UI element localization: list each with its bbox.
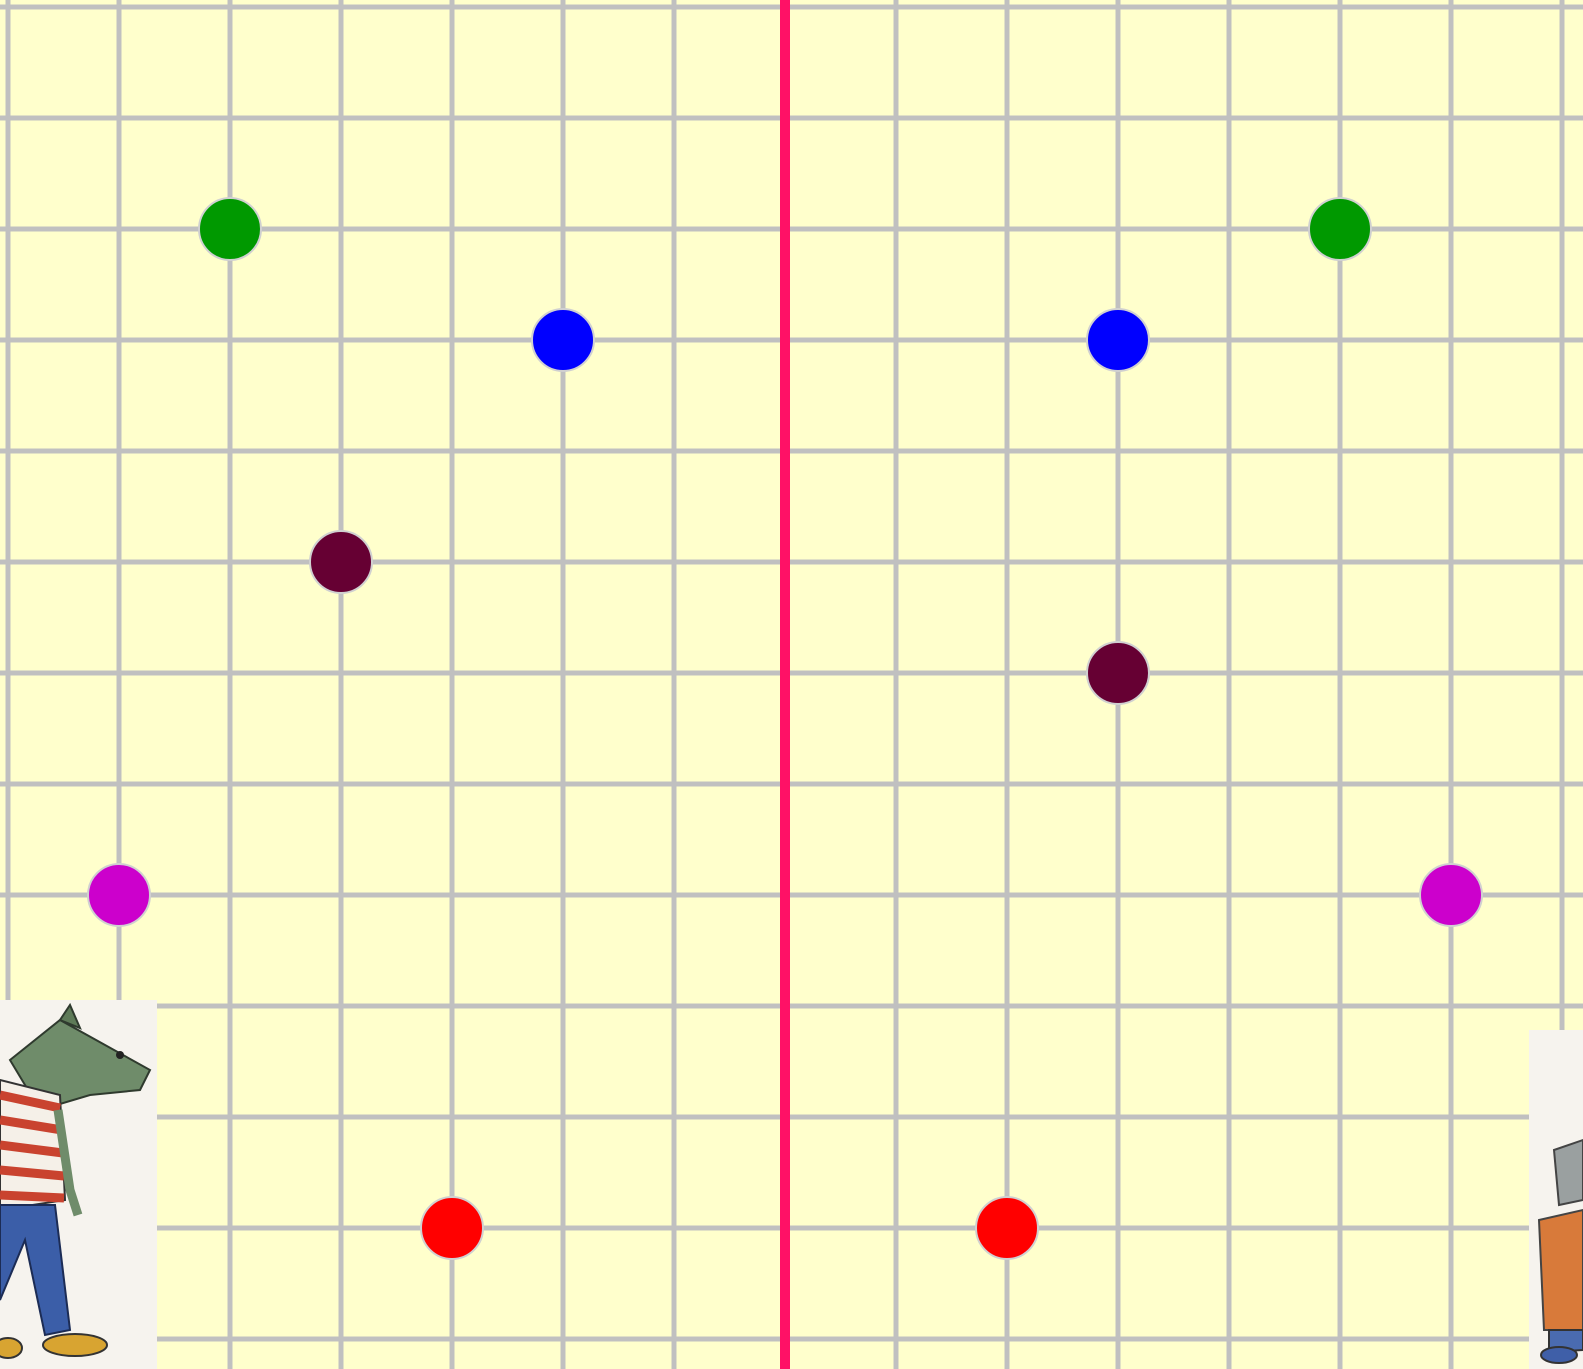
hare-character-illustration	[1529, 1030, 1583, 1369]
red-point-right	[976, 1197, 1038, 1259]
red-point-left	[421, 1197, 483, 1259]
magenta-point-left	[88, 864, 150, 926]
maroon-point-left	[310, 531, 372, 593]
maroon-point-right	[1087, 642, 1149, 704]
magenta-point-right	[1420, 864, 1482, 926]
blue-point-left	[532, 309, 594, 371]
green-point-left	[199, 198, 261, 260]
green-point-right	[1309, 198, 1371, 260]
blue-point-right	[1087, 309, 1149, 371]
wolf-character-illustration	[0, 1000, 157, 1369]
